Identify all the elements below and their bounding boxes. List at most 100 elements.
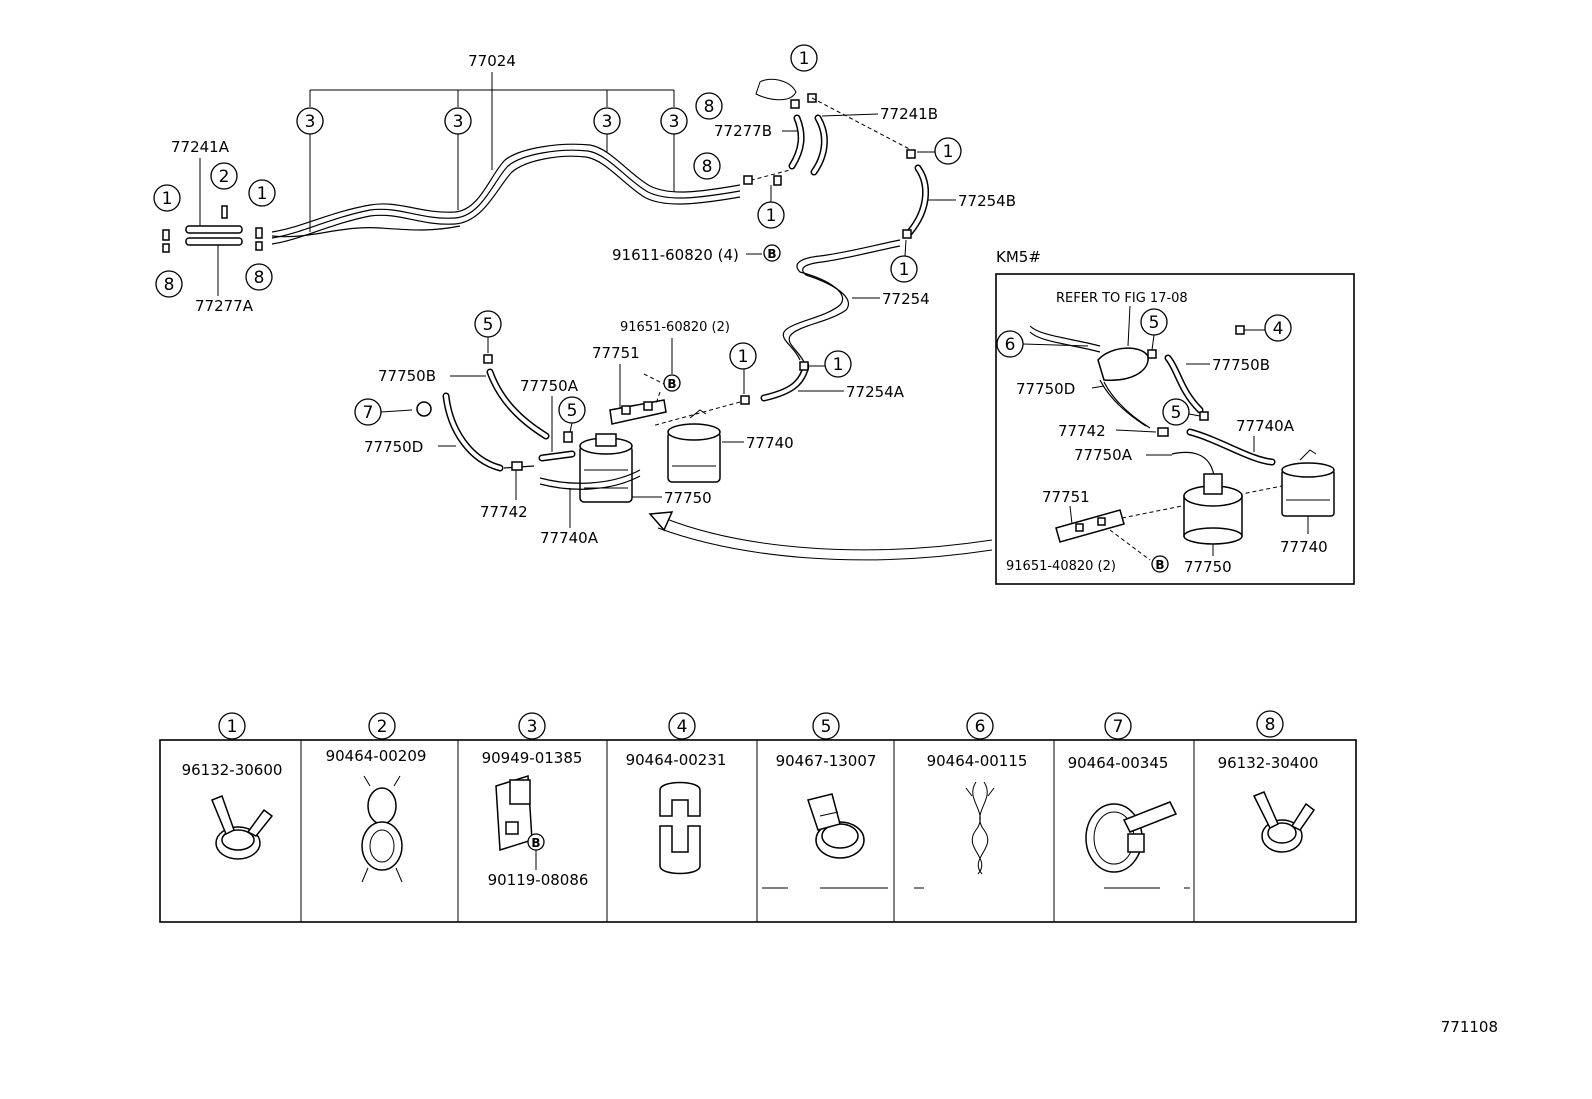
label-77024: 77024 — [468, 52, 516, 70]
twin-clip-icon — [659, 781, 701, 875]
table-num-2: 2 — [377, 717, 388, 737]
inset-callout-6: 6 — [996, 330, 1024, 358]
label-77740: 77740 — [746, 434, 794, 452]
pipe-clamp-icon: B — [495, 774, 545, 870]
label-91611: 91611-60820 (4) — [612, 246, 739, 264]
callout-2-left: 2 — [210, 162, 238, 190]
label-77740A: 77740A — [540, 529, 599, 547]
canister-77740: 77740 — [667, 409, 794, 483]
svg-text:1: 1 — [162, 189, 173, 209]
label-77024-bracket: 77024 — [309, 52, 675, 232]
table-num-4: 4 — [677, 717, 688, 737]
table-num-1: 1 — [227, 717, 238, 737]
label-77750B: 77750B — [378, 367, 436, 385]
svg-text:8: 8 — [254, 268, 265, 288]
table-col-8: 8 96132-30400 — [1218, 710, 1319, 853]
svg-text:6: 6 — [1005, 335, 1016, 355]
svg-text:3: 3 — [669, 112, 680, 132]
table-subpart-3: 90119-08086 — [488, 871, 589, 889]
label-77277B: 77277B — [714, 122, 772, 140]
label-77241A: 77241A — [171, 138, 230, 156]
table-col-5: 5 90467-13007 — [762, 712, 888, 889]
label-77750: 77750 — [664, 489, 712, 507]
callout-5-b: 5 — [558, 396, 586, 424]
bracket-77751: 77751 91651-60820 (2) B — [592, 320, 730, 425]
fuel-pipe-bundle — [271, 143, 741, 245]
table-part-6: 90464-00115 — [927, 752, 1028, 770]
label-77254A: 77254A — [846, 383, 905, 401]
svg-text:B: B — [531, 836, 540, 850]
inset-title: KM5# — [996, 248, 1041, 266]
table-part-8: 96132-30400 — [1218, 754, 1319, 772]
table-num-6: 6 — [975, 717, 986, 737]
table-part-1: 96132-30600 — [182, 761, 283, 779]
band-clamp-icon — [807, 793, 865, 859]
table-col-3: 3 90949-01385 B 90119-08086 — [482, 712, 589, 889]
inset-callout-4: 4 — [1264, 314, 1292, 342]
table-num-7: 7 — [1113, 717, 1124, 737]
large-band-clamp-icon — [1085, 801, 1178, 873]
callout-8-left-a: 8 — [155, 270, 183, 298]
inset-label-77750B: 77750B — [1212, 356, 1270, 374]
callout-1-left-b: 1 — [248, 179, 276, 207]
inset-label-77750A: 77750A — [1074, 446, 1133, 464]
callout-1-right-b: 1 — [890, 255, 918, 283]
svg-text:1: 1 — [766, 206, 777, 226]
svg-text:8: 8 — [164, 275, 175, 295]
hose-77241A-77277A: 77241A 77277A — [162, 138, 263, 315]
callout-8-left-b: 8 — [245, 263, 273, 291]
svg-text:1: 1 — [799, 49, 810, 69]
callout-5-a: 5 — [474, 310, 502, 338]
inset-km5: KM5# REFER TO FIG 17-08 77750D 77750B 77… — [995, 248, 1355, 585]
label-77750D: 77750D — [364, 438, 423, 456]
callout-3-c: 3 — [593, 107, 621, 135]
svg-text:B: B — [667, 377, 676, 391]
svg-text:1: 1 — [738, 347, 749, 367]
label-77751: 77751 — [592, 344, 640, 362]
callout-3-a: 3 — [296, 107, 324, 135]
pipe-77742-77740A: 77742 77740A — [480, 461, 641, 547]
figure-id: 771108 — [1441, 1018, 1498, 1036]
wire-clip-icon — [965, 781, 995, 875]
svg-text:5: 5 — [1149, 313, 1160, 333]
callout-3-b: 3 — [444, 107, 472, 135]
table-part-3: 90949-01385 — [482, 749, 583, 767]
table-col-7: 7 90464-00345 — [1068, 712, 1190, 889]
table-num-8: 8 — [1265, 715, 1276, 735]
double-clip-icon — [361, 775, 403, 883]
table-col-1: 1 96132-30600 — [182, 712, 283, 860]
svg-text:4: 4 — [1273, 319, 1284, 339]
svg-text:B: B — [767, 247, 776, 261]
table-part-5: 90467-13007 — [776, 752, 877, 770]
table-part-4: 90464-00231 — [626, 751, 727, 769]
label-77742: 77742 — [480, 503, 528, 521]
svg-text:3: 3 — [305, 112, 316, 132]
inset-label-91651-40820: 91651-40820 (2) — [1006, 559, 1116, 574]
table-col-4: 4 90464-00231 — [626, 712, 727, 875]
hose-77254B: 77254B — [902, 149, 1016, 239]
table-num-3: 3 — [527, 717, 538, 737]
svg-text:7: 7 — [363, 403, 374, 423]
hose-77277B-77241B: 77241B 77277B — [714, 78, 938, 186]
hose-77750B: 77750B — [378, 354, 550, 440]
inset-callout-5-a: 5 — [1140, 308, 1168, 336]
table-num-5: 5 — [821, 717, 832, 737]
svg-text:5: 5 — [483, 315, 494, 335]
svg-text:1: 1 — [833, 355, 844, 375]
table-col-6: 6 90464-00115 — [914, 712, 1028, 889]
inset-label-77751: 77751 — [1042, 488, 1090, 506]
svg-text:1: 1 — [943, 142, 954, 162]
inset-label-77740: 77740 — [1280, 538, 1328, 556]
label-77277A: 77277A — [195, 297, 254, 315]
callout-1-left-a: 1 — [153, 184, 181, 212]
svg-text:3: 3 — [453, 112, 464, 132]
label-77750A: 77750A — [520, 377, 579, 395]
svg-text:8: 8 — [702, 157, 713, 177]
inset-label-77740A: 77740A — [1236, 417, 1295, 435]
svg-text:5: 5 — [1171, 403, 1182, 423]
inset-callout-5-b: 5 — [1162, 398, 1190, 426]
callout-8-mid: 8 — [693, 152, 721, 180]
hose-clamp-small-icon — [1252, 791, 1316, 853]
table-part-2: 90464-00209 — [326, 747, 427, 765]
